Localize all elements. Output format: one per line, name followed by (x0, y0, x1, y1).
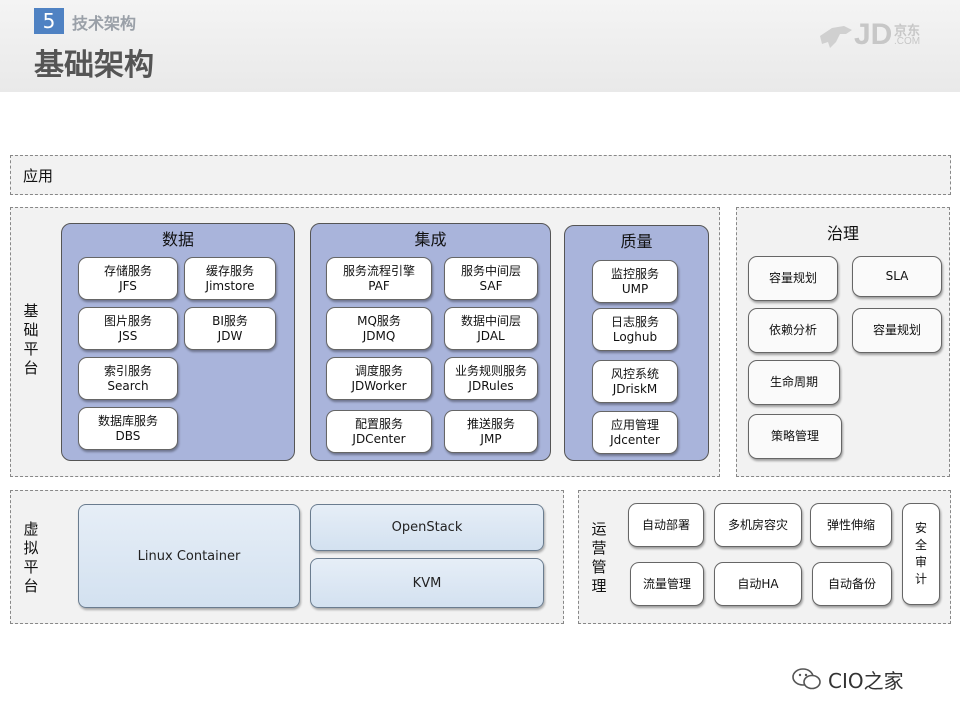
ops-item-auto-deploy: 自动部署 (628, 503, 704, 547)
data-item-jimstore: 缓存服务 Jimstore (184, 257, 276, 300)
header-bar: 5 技术架构 基础架构 JD 京东 .COM (0, 0, 960, 92)
kvm-box: KVM (310, 558, 544, 608)
integration-item-jmp: 推送服务 JMP (444, 410, 538, 453)
data-item-sub: DBS (115, 428, 141, 443)
data-item-name: 图片服务 (103, 313, 152, 328)
linux-container-box: Linux Container (78, 504, 300, 608)
footer-watermark: CIO之家 (792, 666, 904, 693)
integration-item-sub: JDRules (468, 378, 514, 393)
data-item-name: 存储服务 (103, 263, 152, 278)
governance-item-policy-management: 策略管理 (748, 414, 842, 459)
jd-dog-icon (820, 26, 852, 48)
integration-item-jdrules: 业务规则服务 JDRules (444, 357, 538, 400)
integration-item-sub: PAF (368, 278, 390, 293)
integration-item-sub: JDMQ (362, 328, 396, 343)
quality-item-name: 日志服务 (610, 314, 659, 329)
integration-item-jdworker: 调度服务 JDWorker (326, 357, 432, 400)
data-item-name: 索引服务 (103, 363, 152, 378)
governance-item-dependency-analysis: 依赖分析 (748, 308, 838, 353)
page-title: 基础架构 (34, 48, 154, 83)
jd-logo: JD 京东 .COM (818, 18, 928, 58)
data-item-search: 索引服务 Search (78, 357, 178, 400)
integration-item-name: 服务流程引擎 (342, 263, 415, 278)
data-item-name: BI服务 (212, 313, 248, 328)
virtual-platform-label: 虚拟平台 (23, 520, 39, 595)
data-item-jdw: BI服务 JDW (184, 307, 276, 350)
ops-item-auto-ha: 自动HA (714, 562, 802, 606)
integration-item-sub: JDWorker (351, 378, 407, 393)
quality-item-ump: 监控服务 UMP (592, 260, 678, 303)
ops-item-elastic-scaling: 弹性伸缩 (810, 503, 892, 547)
governance-item-lifecycle: 生命周期 (748, 360, 840, 405)
data-item-sub: JSS (118, 328, 138, 343)
data-item-name: 缓存服务 (205, 263, 254, 278)
data-item-sub: JFS (119, 278, 137, 293)
data-item-sub: JDW (217, 328, 243, 343)
data-item-name: 数据库服务 (97, 413, 158, 428)
quality-item-sub: Jdcenter (610, 432, 660, 447)
governance-title: 治理 (826, 224, 859, 243)
quality-item-name: 应用管理 (610, 417, 659, 432)
wechat-icon (792, 668, 821, 690)
quality-item-name: 风控系统 (610, 366, 659, 381)
footer-text: CIO之家 (828, 668, 904, 693)
quality-item-jdriskm: 风控系统 JDriskM (592, 360, 678, 403)
integration-item-name: 数据中间层 (460, 313, 521, 328)
app-layer-region: 应用 (10, 155, 951, 195)
integration-item-name: 业务规则服务 (454, 363, 527, 378)
ops-item-security-audit-text: 安全审计 (914, 521, 927, 586)
ops-label: 运营管理 (591, 520, 607, 595)
integration-item-jdmq: MQ服务 JDMQ (326, 307, 432, 350)
integration-item-sub: SAF (479, 278, 503, 293)
quality-item-sub: JDriskM (612, 381, 658, 396)
quality-item-sub: Loghub (612, 329, 658, 344)
data-group-title: 数据 (161, 230, 194, 249)
ops-item-multi-dc-dr: 多机房容灾 (714, 503, 802, 547)
data-item-sub: Jimstore (205, 278, 255, 293)
integration-item-name: 配置服务 (354, 416, 403, 431)
data-item-sub: Search (107, 378, 149, 393)
governance-item-sla: SLA (852, 256, 942, 297)
integration-item-jdal: 数据中间层 JDAL (444, 307, 538, 350)
governance-item-capacity-planning: 容量规划 (748, 256, 838, 301)
data-item-jfs: 存储服务 JFS (78, 257, 178, 300)
integration-group-title: 集成 (414, 230, 447, 249)
integration-item-name: 服务中间层 (460, 263, 521, 278)
base-platform-label: 基础平台 (23, 302, 39, 377)
section-number: 5 (34, 8, 64, 34)
quality-item-jdcenter: 应用管理 Jdcenter (592, 411, 678, 454)
integration-item-saf: 服务中间层 SAF (444, 257, 538, 300)
integration-item-name: MQ服务 (357, 313, 401, 328)
quality-group-title: 质量 (620, 232, 653, 251)
integration-item-sub: JMP (480, 431, 502, 446)
logo-jd-text: JD (854, 18, 893, 51)
data-item-jss: 图片服务 JSS (78, 307, 178, 350)
ops-item-traffic-management: 流量管理 (630, 562, 704, 606)
data-item-dbs: 数据库服务 DBS (78, 407, 178, 450)
quality-item-sub: UMP (621, 281, 649, 296)
ops-item-auto-backup: 自动备份 (812, 562, 892, 606)
governance-item-capacity-planning-2: 容量规划 (852, 308, 942, 353)
section-label: 技术架构 (72, 14, 137, 33)
quality-item-name: 监控服务 (610, 266, 659, 281)
ops-item-security-audit: 安全审计 (902, 503, 940, 605)
integration-item-sub: JDAL (477, 328, 505, 343)
integration-item-paf: 服务流程引擎 PAF (326, 257, 432, 300)
integration-item-jdcenter: 配置服务 JDCenter (326, 410, 432, 453)
integration-item-name: 推送服务 (466, 416, 515, 431)
logo-cn-text: 京东 (894, 24, 921, 39)
integration-item-sub: JDCenter (352, 431, 406, 446)
quality-item-loghub: 日志服务 Loghub (592, 308, 678, 351)
app-layer-label: 应用 (23, 167, 54, 185)
logo-com-text: .COM (894, 36, 921, 47)
integration-item-name: 调度服务 (354, 363, 403, 378)
openstack-box: OpenStack (310, 504, 544, 551)
